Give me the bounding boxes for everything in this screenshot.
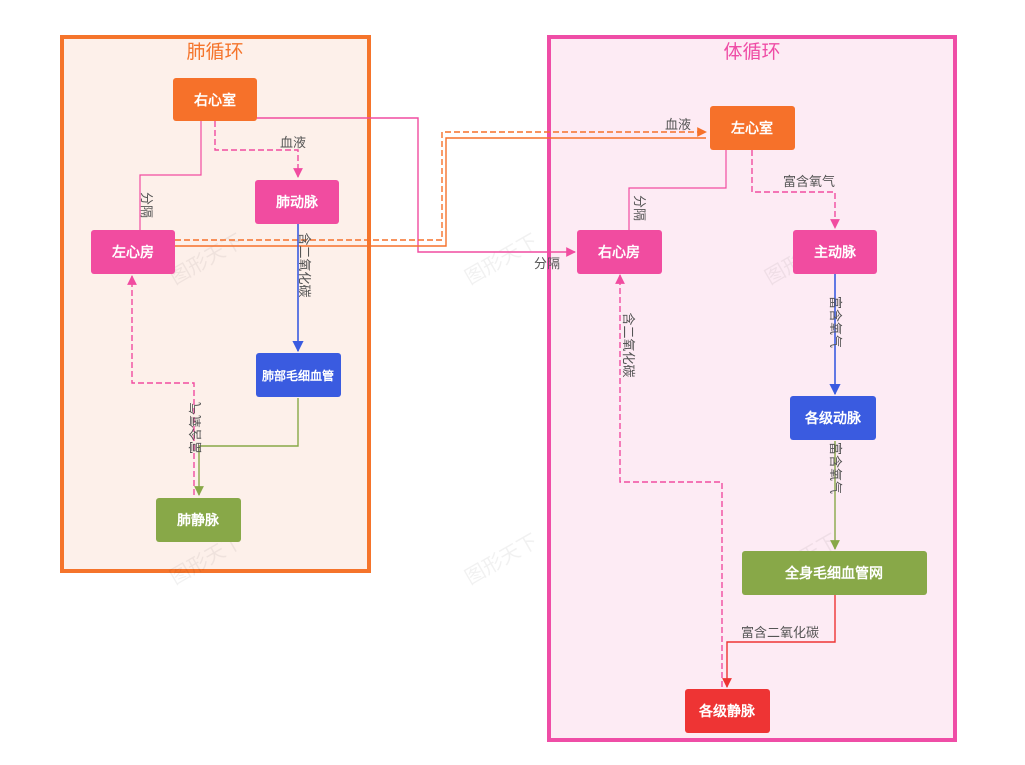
- edge-pc-pv: [194, 398, 299, 496]
- edge-lv-ao: [751, 150, 840, 229]
- label-lv-ra: 分隔: [631, 195, 646, 221]
- edge-lv-ra: [628, 150, 727, 230]
- node-rv-label: 右心室: [193, 92, 236, 109]
- node-rv[interactable]: 右心室: [173, 78, 257, 121]
- watermark: 图形天下: [461, 529, 542, 590]
- node-pv-label: 肺静脉: [177, 512, 220, 529]
- label-arteries-capnet: 富含氧气: [827, 442, 843, 494]
- label-la-lv: 血液: [665, 118, 691, 133]
- node-ao-label: 主动脉: [814, 244, 857, 261]
- label-veins-ra: 含二氧化碳: [620, 312, 636, 377]
- node-lv-label: 左心室: [730, 120, 773, 137]
- node-la[interactable]: 左心房: [91, 230, 175, 274]
- edge-rv-pa: [214, 121, 303, 178]
- label-ao-arteries: 富含氧气: [827, 296, 843, 348]
- label-rv-pa: 血液: [280, 136, 306, 151]
- node-pa[interactable]: 肺动脉: [255, 180, 339, 224]
- nodes: 右心室 肺动脉 左心房 肺部毛细血管 肺静脉 左心室 右心房 主动脉: [91, 78, 927, 733]
- label-rv-ra: 分隔: [534, 257, 560, 272]
- label-rv-la: 分隔: [138, 192, 153, 218]
- edge-pv-la: [127, 275, 195, 495]
- node-ao[interactable]: 主动脉: [793, 230, 877, 274]
- label-pc-pv: 富含氧气: [188, 402, 204, 454]
- pulmonary-title: 肺循环: [186, 41, 243, 63]
- node-la-label: 左心房: [111, 244, 154, 261]
- edge-rv-la: [139, 121, 202, 230]
- edge-la-lv: [175, 137, 706, 247]
- node-arteries-label: 各级动脉: [804, 410, 862, 427]
- label-capnet-veins: 富含二氧化碳: [741, 625, 819, 641]
- edge-la-lv-dashed: [175, 127, 707, 241]
- edges: [127, 117, 841, 688]
- node-pa-label: 肺动脉: [276, 194, 319, 211]
- systemic-title: 体循环: [723, 41, 780, 63]
- node-pv[interactable]: 肺静脉: [156, 498, 241, 542]
- node-capnet-label: 全身毛细血管网: [784, 565, 883, 582]
- group-systemic: 体循环: [547, 35, 957, 742]
- node-ra[interactable]: 右心房: [577, 230, 662, 274]
- edge-labels: 血液 分隔 分隔 血液 含二氧化碳 富含氧气 分隔 富含氧气 富含氧气 富含氧气…: [138, 118, 843, 641]
- node-pc-label: 肺部毛细血管: [262, 368, 334, 383]
- edge-veins-ra: [615, 274, 723, 687]
- node-veins[interactable]: 各级静脉: [685, 689, 770, 733]
- node-veins-label: 各级静脉: [698, 703, 756, 720]
- node-arteries[interactable]: 各级动脉: [790, 396, 876, 440]
- edge-rv-ra: [257, 117, 576, 257]
- node-pc[interactable]: 肺部毛细血管: [256, 353, 341, 397]
- node-lv[interactable]: 左心室: [710, 106, 795, 150]
- node-capnet[interactable]: 全身毛细血管网: [742, 551, 927, 595]
- label-lv-ao: 富含氧气: [783, 174, 835, 190]
- node-ra-label: 右心房: [597, 244, 640, 261]
- edge-capnet-veins: [722, 595, 836, 688]
- label-pa-pc: 含二氧化碳: [296, 232, 312, 297]
- watermark: 图形天下: [461, 229, 542, 290]
